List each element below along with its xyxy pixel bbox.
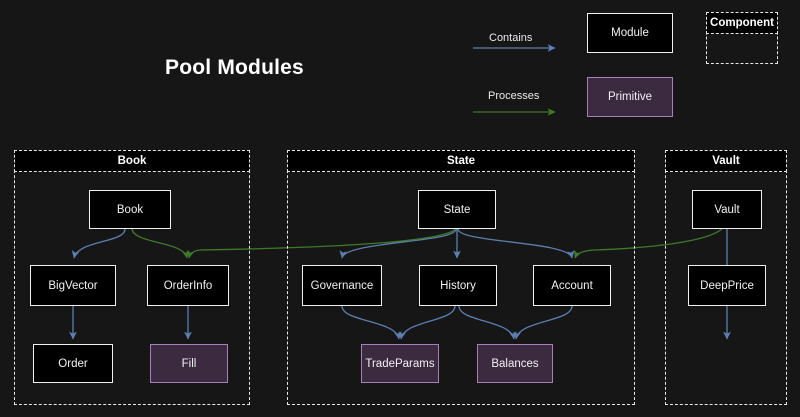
node-orderinfo-label: OrderInfo (163, 279, 213, 292)
node-balances-label: Balances (491, 357, 539, 370)
legend-processes-label: Processes (488, 90, 540, 102)
component-vault-title: Vault (665, 150, 787, 172)
component-vault-label: Vault (712, 155, 740, 167)
legend-contains-label: Contains (489, 32, 533, 44)
node-account-label: Account (551, 279, 593, 292)
legend-module-sample: Module (587, 13, 673, 53)
page-title: Pool Modules (165, 56, 304, 79)
node-vault[interactable]: Vault (692, 190, 762, 229)
node-fill[interactable]: Fill (150, 344, 228, 383)
node-order[interactable]: Order (33, 344, 113, 383)
legend-component-label: Component (710, 17, 774, 29)
node-book[interactable]: Book (89, 190, 171, 229)
node-deepprice-label: DeepPrice (700, 279, 754, 292)
component-state-title: State (287, 150, 635, 172)
legend-component-sample-title: Component (706, 12, 778, 34)
component-book-title: Book (14, 150, 250, 172)
node-tradeparams-label: TradeParams (365, 357, 435, 370)
node-balances[interactable]: Balances (477, 344, 553, 383)
node-fill-label: Fill (181, 357, 197, 370)
node-order-label: Order (58, 357, 88, 370)
legend-primitive-sample: Primitive (587, 77, 673, 117)
node-account[interactable]: Account (533, 265, 611, 306)
component-state-label: State (446, 155, 476, 167)
node-state[interactable]: State (418, 190, 496, 229)
node-deepprice[interactable]: DeepPrice (688, 265, 766, 306)
legend-module-label: Module (611, 27, 649, 39)
node-governance[interactable]: Governance (302, 265, 382, 306)
node-book-label: Book (116, 203, 144, 216)
legend-primitive-label: Primitive (607, 91, 653, 103)
node-vault-label: Vault (714, 203, 740, 216)
node-bigvector-label: BigVector (48, 279, 98, 292)
node-state-label: State (443, 203, 471, 216)
component-book-label: Book (117, 155, 147, 167)
node-bigvector[interactable]: BigVector (30, 265, 116, 306)
node-orderinfo[interactable]: OrderInfo (147, 265, 229, 306)
node-governance-label: Governance (310, 279, 374, 292)
node-tradeparams[interactable]: TradeParams (361, 344, 439, 383)
node-history[interactable]: History (419, 265, 497, 306)
node-history-label: History (440, 279, 476, 292)
